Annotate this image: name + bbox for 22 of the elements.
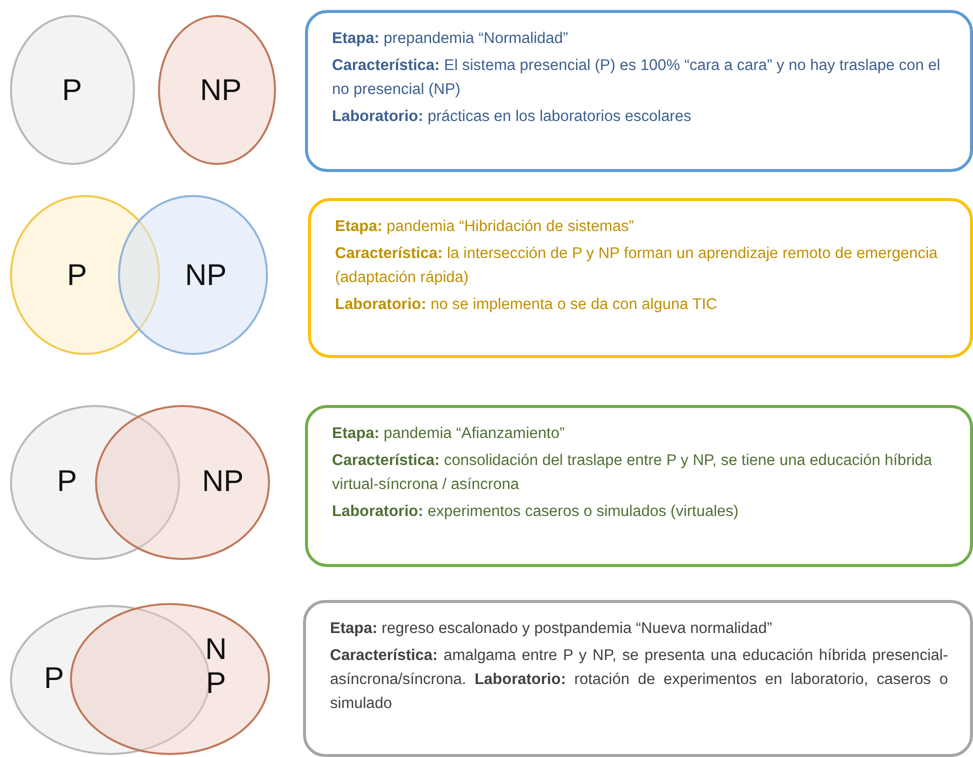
description-text: Etapa: regreso escalonado y postpandemia “Nueva normalidad” <box>330 619 773 639</box>
description-box <box>308 198 973 358</box>
description-text: Laboratorio: experimentos caseros o simulados (virtuales) <box>332 502 740 522</box>
circle-label: P <box>60 74 83 108</box>
description-text: Característica: amalgama entre P y NP, se presenta una educación híbrida presencial-asíncrona/síncrona. Laboratorio: rotación de experimentos en laboratorio, caseros o simulado <box>330 646 948 714</box>
description-box <box>303 600 973 757</box>
circle-label: P <box>56 465 78 499</box>
circle-label: P <box>42 662 65 696</box>
circle-label: NP <box>200 74 240 108</box>
description-text: Etapa: pandemia “Hibridación de sistemas” <box>335 217 635 237</box>
description-text: Característica: El sistema presencial (P) es 100% “cara a cara” y no hay traslape con el no presencial (NP) <box>332 56 942 100</box>
description-box <box>305 405 973 567</box>
circle-label: P <box>66 259 88 293</box>
circle-label: NP <box>185 259 225 293</box>
description-text: Etapa: prepandemia “Normalidad” <box>332 29 570 49</box>
description-box <box>305 10 973 172</box>
circle-label: N P <box>204 633 228 701</box>
description-text: Laboratorio: no se implementa o se da con alguna TIC <box>335 295 718 315</box>
description-text: Etapa: pandemia “Afianzamiento” <box>332 424 566 444</box>
description-text: Característica: la intersección de P y NP forman un aprendizaje remoto de emergencia (adaptación rápida) <box>335 244 939 288</box>
description-text: Laboratorio: prácticas en los laboratorios escolares <box>332 107 692 127</box>
circle-label: NP <box>202 465 242 499</box>
